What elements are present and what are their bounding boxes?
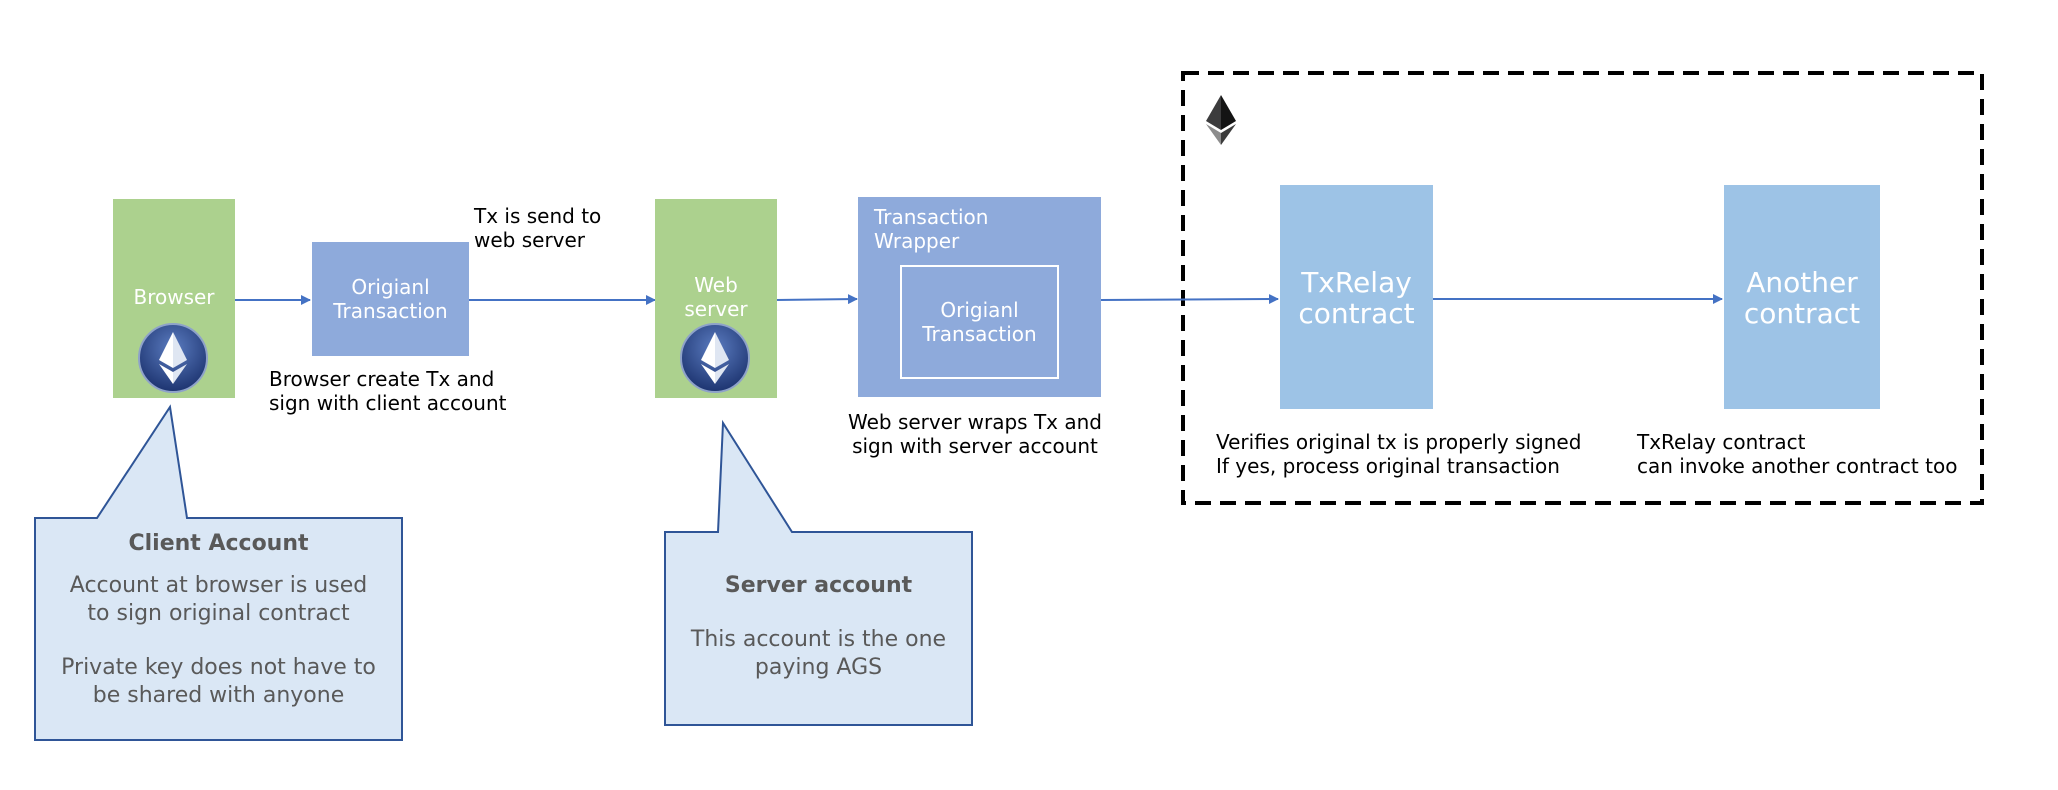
- another-contract-label: Another contract: [1743, 266, 1861, 330]
- wrapped-transaction-label: Origianl Transaction: [922, 298, 1037, 346]
- caption-verifies: Verifies original tx is properly signed …: [1216, 430, 1582, 478]
- web-server-node: Web server: [655, 199, 777, 398]
- browser-label: Browser: [133, 285, 215, 309]
- client-account-callout: Client Account Account at browser is use…: [35, 530, 402, 710]
- txrelay-contract-label: TxRelay contract: [1298, 266, 1415, 330]
- server-callout-title: Server account: [724, 573, 913, 598]
- another-contract-node: Another contract: [1724, 185, 1880, 409]
- ethereum-logo-icon: [1206, 95, 1236, 145]
- client-callout-title: Client Account: [128, 531, 309, 556]
- arrow-webserver-to-wrapper: [775, 294, 858, 305]
- arrow-wrapper-to-txrelay: [1100, 294, 1279, 305]
- original-transaction-node: Origianl Transaction: [312, 242, 469, 356]
- browser-node: Browser: [113, 199, 235, 398]
- ethereum-coin-icon: [680, 323, 750, 393]
- caption-browser-create: Browser create Tx and sign with client a…: [269, 367, 507, 415]
- caption-tx-send: Tx is send to web server: [474, 204, 602, 252]
- web-server-label: Web server: [684, 273, 748, 321]
- server-account-callout: Server account This account is the one p…: [665, 572, 972, 682]
- caption-server-wraps: Web server wraps Tx and sign with server…: [848, 410, 1102, 458]
- txrelay-contract-node: TxRelay contract: [1280, 185, 1433, 409]
- blockchain-boundary: [1181, 71, 1984, 505]
- transaction-wrapper-node: Transaction Wrapper Origianl Transaction: [858, 197, 1101, 397]
- server-callout-shape: [664, 419, 973, 726]
- client-callout-shape: [34, 404, 403, 741]
- wrapped-transaction-node: Origianl Transaction: [900, 265, 1059, 379]
- caption-txrelay-invoke: TxRelay contract can invoke another cont…: [1637, 430, 1958, 478]
- ethereum-coin-icon: [138, 323, 208, 393]
- transaction-wrapper-label: Transaction Wrapper: [874, 205, 989, 253]
- original-transaction-label: Origianl Transaction: [333, 275, 448, 323]
